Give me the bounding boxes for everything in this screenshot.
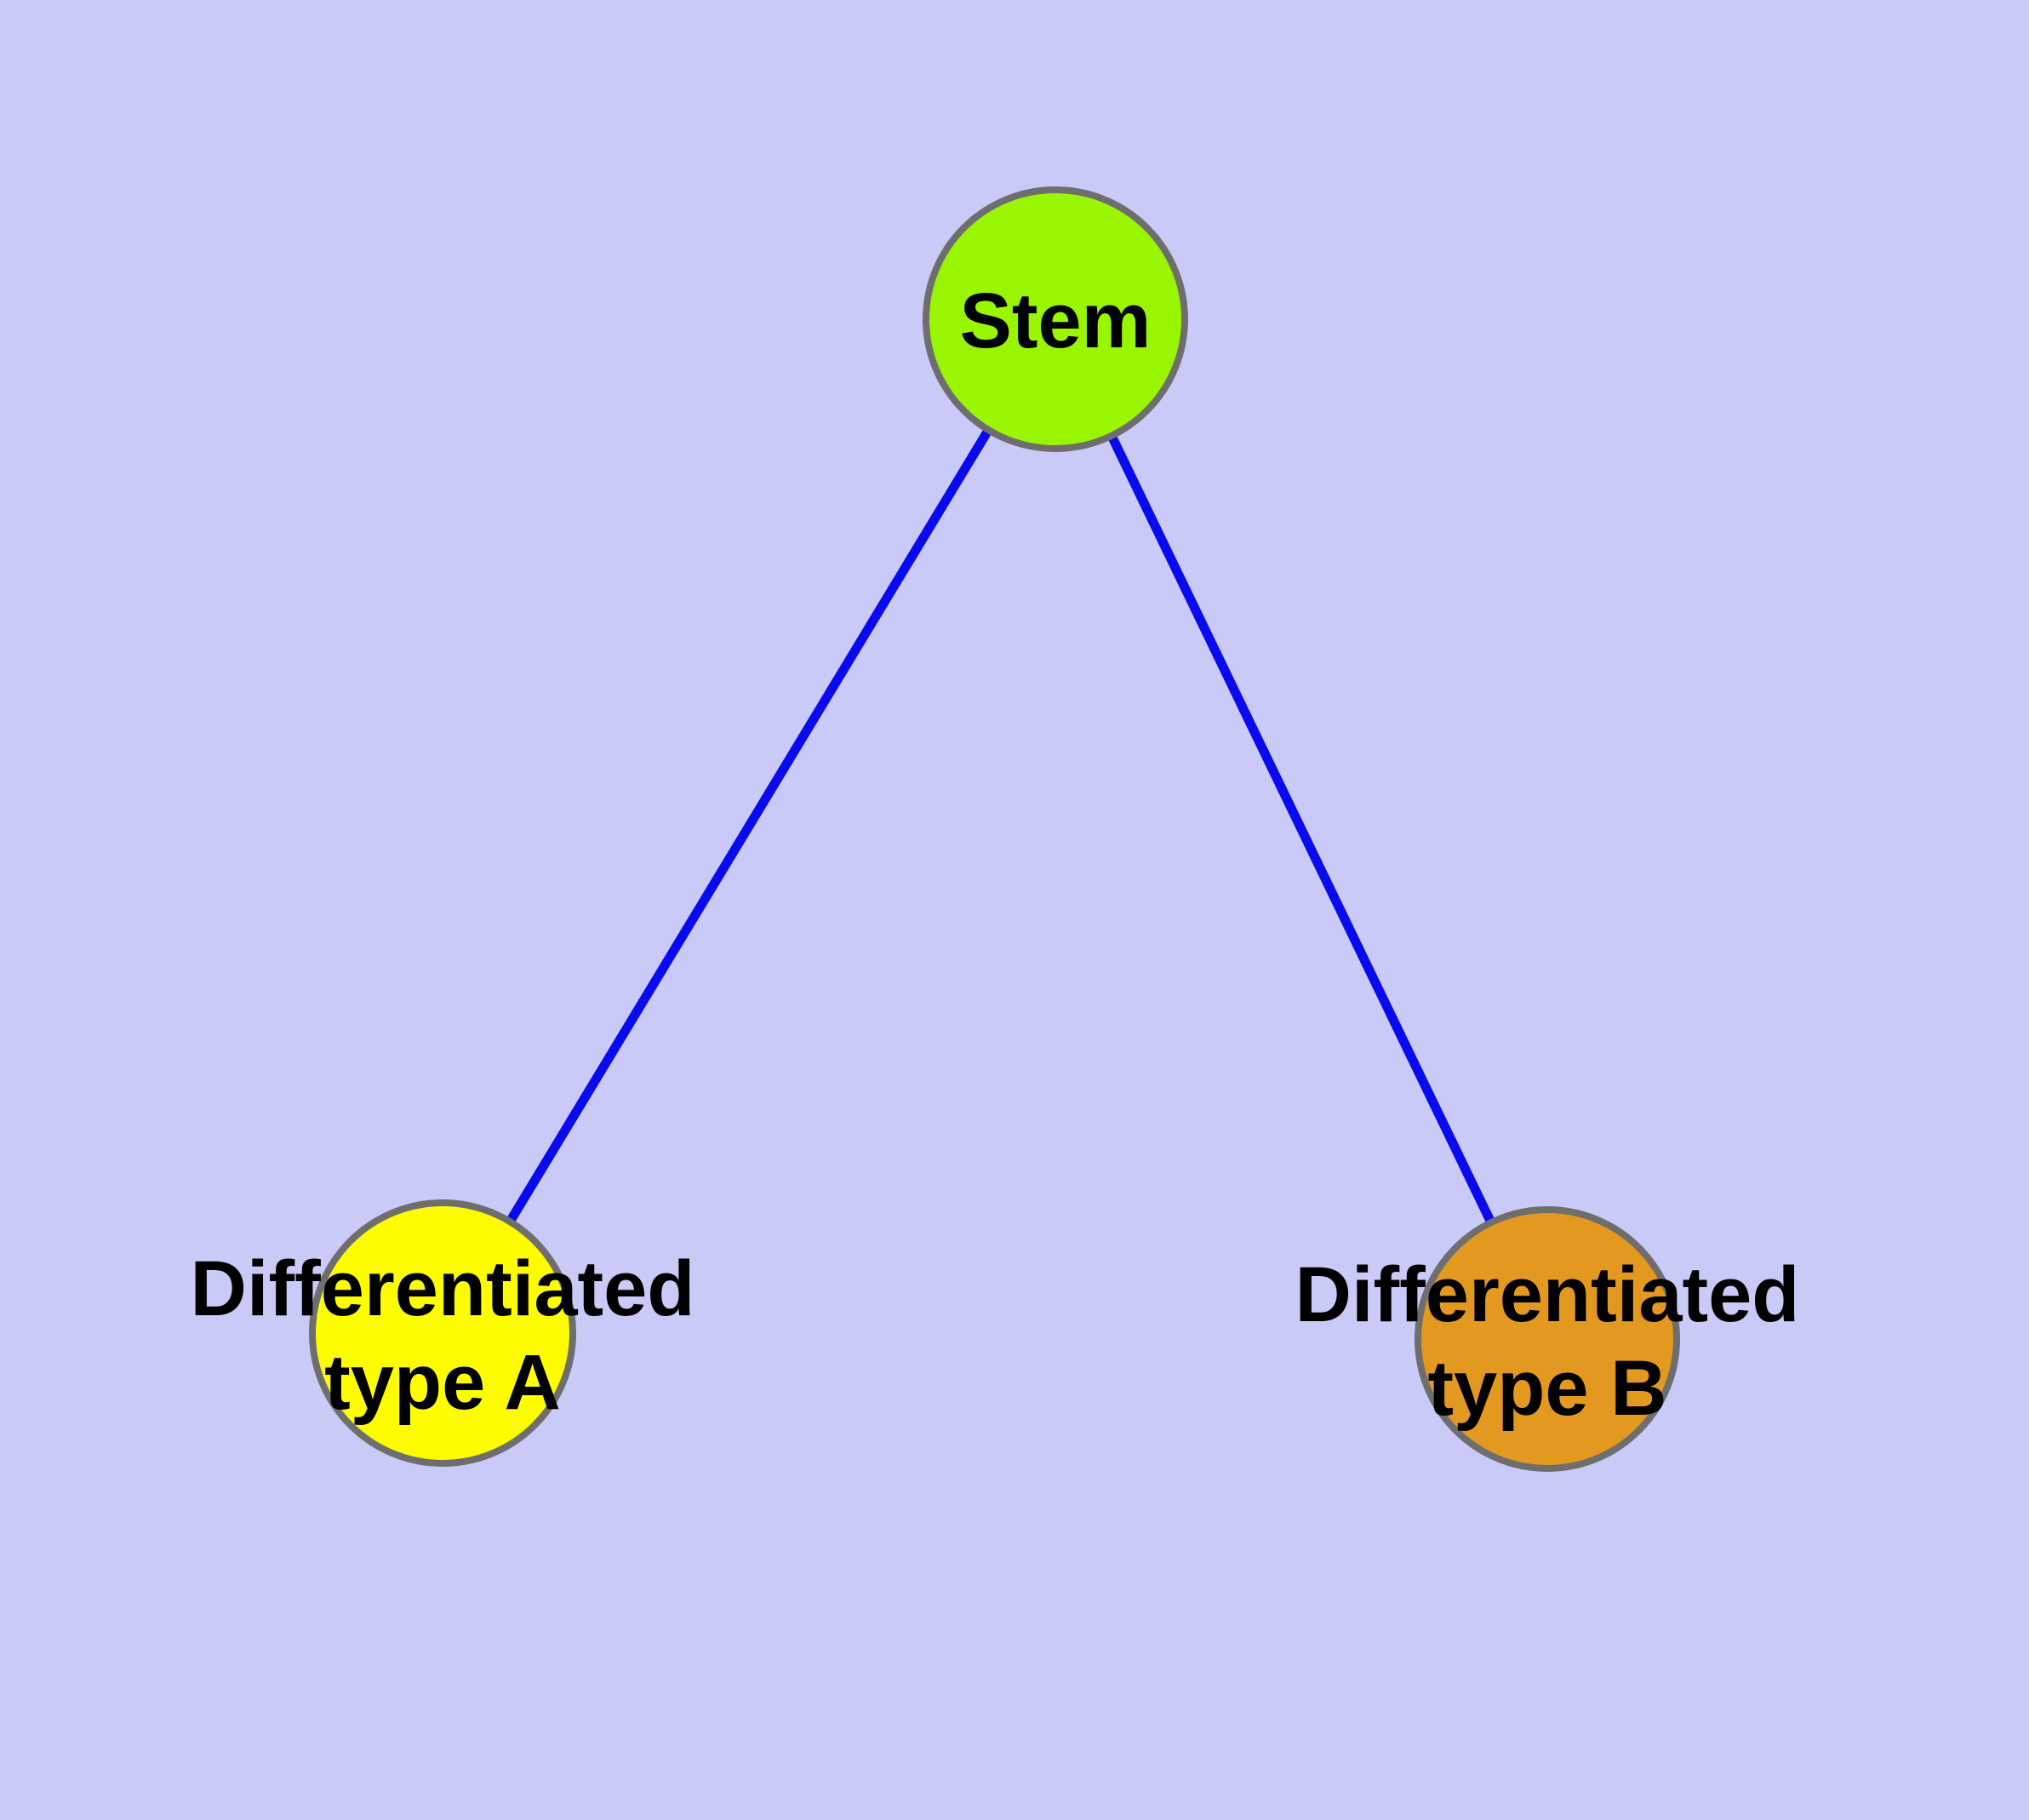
edge-stem-to-type-b: [1051, 317, 1552, 1342]
node-differentiated-type-b-label-line2: type B: [1427, 1345, 1666, 1432]
node-differentiated-type-a-label-line2: type A: [324, 1339, 561, 1426]
node-differentiated-type-a-label-line1: Differentiated: [191, 1245, 695, 1332]
node-stem-circle: [923, 186, 1188, 452]
node-differentiated-type-b-circle: [1415, 1206, 1680, 1472]
edge-stem-to-type-a: [438, 317, 1060, 1336]
node-differentiated-type-b-label-line1: Differentiated: [1295, 1251, 1800, 1338]
node-stem-label: Stem: [960, 278, 1152, 364]
node-differentiated-type-a-circle: [309, 1199, 576, 1467]
